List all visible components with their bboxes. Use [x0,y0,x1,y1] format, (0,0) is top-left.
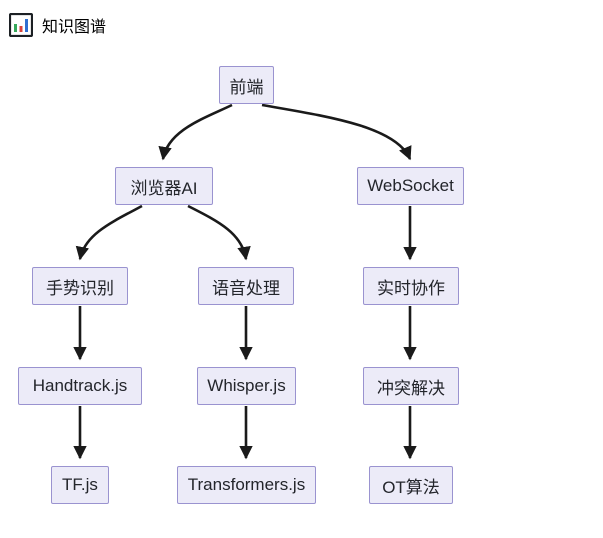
graph-node-conflict[interactable]: 冲突解决 [363,367,459,405]
edge-frontend-websocket [261,103,412,161]
node-label: 实时协作 [377,278,445,298]
graph-node-tfjs[interactable]: TF.js [51,466,109,504]
graph-node-realtime[interactable]: 实时协作 [363,267,459,305]
graph-node-websocket[interactable]: WebSocket [357,167,464,205]
graph-node-speech[interactable]: 语音处理 [198,267,294,305]
node-label: 冲突解决 [377,378,445,398]
node-label: OT算法 [382,477,440,497]
node-label: Handtrack.js [32,376,128,395]
graph-node-browser-ai[interactable]: 浏览器AI [115,167,213,205]
edge-browser-ai-gesture [75,204,143,261]
graph-node-gesture[interactable]: 手势识别 [32,267,128,305]
node-label: 手势识别 [46,278,114,298]
graph-node-frontend[interactable]: 前端 [219,66,274,104]
edge-frontend-browser-ai [158,103,233,161]
node-label: Transformers.js [187,475,306,494]
node-label: 浏览器AI [130,178,198,198]
node-label: Whisper.js [207,376,286,395]
bar-chart-icon [9,13,33,37]
page-header: 知识图谱 [0,0,603,50]
graph-node-ot[interactable]: OT算法 [369,466,453,504]
graph-node-handtrack[interactable]: Handtrack.js [18,367,142,405]
knowledge-graph-canvas: 前端 浏览器AI WebSocket 手势识别 语音处理 实时协作 Handtr… [0,46,603,538]
node-label: 语音处理 [212,278,280,298]
node-label: WebSocket [367,176,454,195]
graph-node-transformers[interactable]: Transformers.js [177,466,316,504]
graph-node-whisper[interactable]: Whisper.js [197,367,296,405]
node-label: 前端 [229,77,264,97]
edge-browser-ai-speech [187,204,251,261]
page-title: 知识图谱 [42,19,107,36]
node-label: TF.js [62,475,98,494]
